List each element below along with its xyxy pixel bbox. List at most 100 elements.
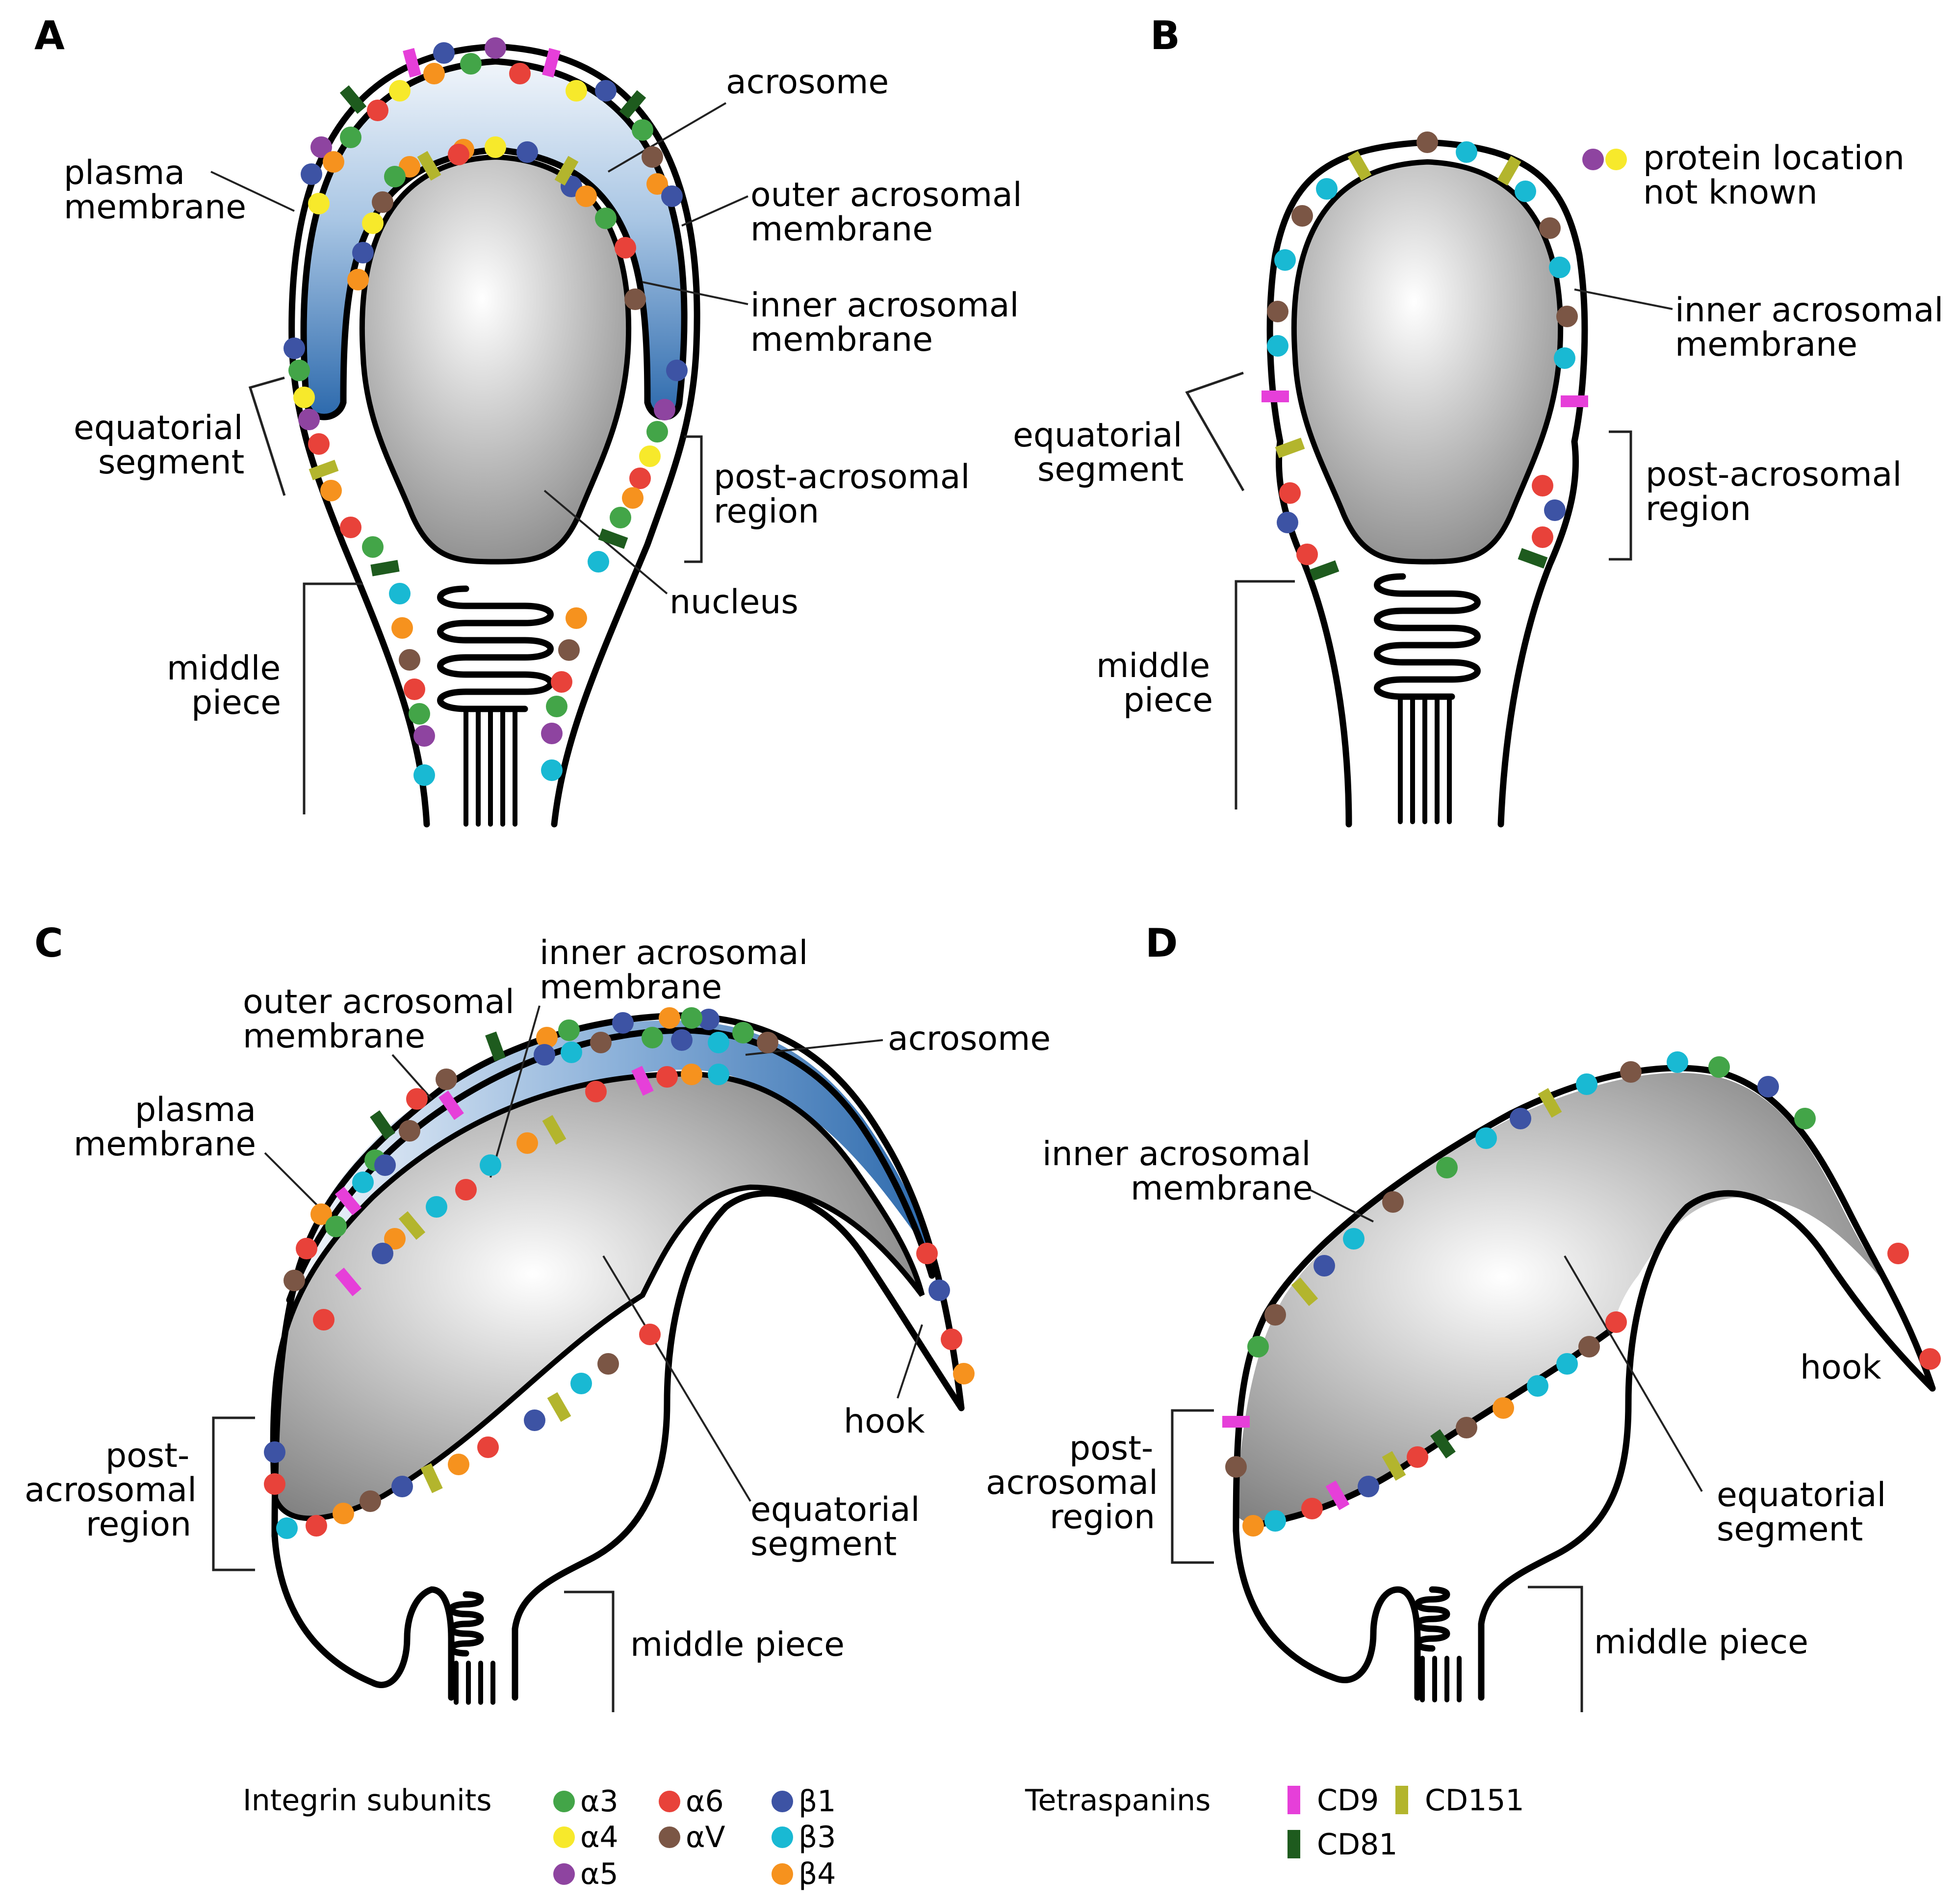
marker-b4 xyxy=(681,1064,702,1085)
panel-a-acrosome xyxy=(300,59,686,416)
marker-CD151 xyxy=(1347,151,1372,181)
panel-a-post-acrosomal-label-2: region xyxy=(714,492,819,531)
marker-aV xyxy=(1264,1304,1286,1326)
legend-a3-swatch xyxy=(553,1791,575,1812)
marker-b1 xyxy=(301,163,322,185)
panel-b-post-acrosomal-label-1: post-acrosomal xyxy=(1646,455,1902,494)
panel-a-plasma-membrane-label-1: plasma xyxy=(64,154,185,192)
marker-a3 xyxy=(362,536,384,558)
marker-b4 xyxy=(384,1228,406,1250)
panel-c-outer-acrosomal-label-2: membrane xyxy=(243,1017,425,1056)
marker-CD81 xyxy=(1430,1429,1456,1459)
marker-b1 xyxy=(666,360,688,381)
marker-a6 xyxy=(477,1436,499,1458)
marker-CD151 xyxy=(1497,156,1521,186)
panel-c-outer-acrosomal-label-1: outer acrosomal xyxy=(243,983,515,1021)
panel-d-nucleus xyxy=(1236,1072,1903,1526)
panel-b-middle-piece-label-2: piece xyxy=(1123,681,1213,720)
marker-a3 xyxy=(546,696,567,717)
marker-a6 xyxy=(404,678,425,700)
legend-b1-swatch xyxy=(772,1791,793,1812)
marker-a6 xyxy=(306,1515,327,1537)
panel-a-axoneme xyxy=(464,709,517,827)
marker-a3 xyxy=(325,1216,347,1237)
panel-c-plasma-membrane-leader xyxy=(264,1152,325,1213)
marker-b3 xyxy=(480,1154,501,1176)
panel-c-acrosome xyxy=(294,1020,932,1325)
panel-c-mitochondrial-coil xyxy=(448,1591,484,1657)
marker-aV xyxy=(1291,205,1313,227)
marker-b4 xyxy=(1493,1397,1514,1419)
marker-CD9 xyxy=(542,48,561,78)
panel-c-hook-leader xyxy=(897,1324,923,1399)
marker-aV xyxy=(1578,1336,1600,1357)
marker-CD9 xyxy=(1325,1480,1350,1511)
panel-a-plasma-membrane-label-2: membrane xyxy=(64,188,246,227)
marker-a5 xyxy=(654,399,675,420)
marker-a3 xyxy=(288,360,310,381)
panel-a-middle-piece-bracket xyxy=(303,582,363,814)
legend-b4-label: β4 xyxy=(798,1857,836,1891)
panel-d-letter: D xyxy=(1145,920,1178,966)
marker-b3 xyxy=(389,583,411,604)
marker-a6 xyxy=(448,144,469,165)
panel-b: B protein location not known inner acros… xyxy=(1013,13,1943,828)
marker-b4 xyxy=(1242,1515,1264,1537)
marker-a6 xyxy=(455,1179,477,1200)
panel-c-inner-acrosomal-label-1: inner acrosomal xyxy=(540,934,808,972)
marker-a3 xyxy=(558,1019,580,1041)
panel-d-mitochondrial-coil xyxy=(1414,1586,1450,1652)
marker-a5 xyxy=(298,409,320,430)
marker-CD81 xyxy=(370,560,400,576)
panel-d-hook-label: hook xyxy=(1800,1348,1881,1387)
legend-CD9-swatch xyxy=(1288,1786,1300,1814)
marker-aV xyxy=(399,1120,420,1142)
marker-a5 xyxy=(310,136,332,158)
marker-a3 xyxy=(632,119,653,141)
legend-CD151-label: CD151 xyxy=(1425,1783,1524,1818)
panel-c-acrosome-label: acrosome xyxy=(888,1019,1051,1058)
marker-CD9 xyxy=(335,1186,362,1216)
panel-c-plasma-membrane-label-2: membrane xyxy=(74,1125,256,1164)
marker-b1 xyxy=(433,42,455,64)
marker-aV xyxy=(1556,306,1578,327)
panel-a-post-acrosomal-label-1: post-acrosomal xyxy=(714,458,970,496)
marker-b4 xyxy=(622,487,644,509)
panel-b-equatorial-label-1: equatorial xyxy=(1013,416,1182,455)
marker-a3 xyxy=(340,127,361,148)
marker-b3 xyxy=(1267,335,1288,357)
panel-d-inner-acrosomal-label-2: membrane xyxy=(1131,1169,1313,1208)
panel-d-inner-acrosomal-label-1: inner acrosomal xyxy=(1042,1135,1311,1174)
panel-a-acrosome-label: acrosome xyxy=(726,63,889,102)
marker-b1 xyxy=(928,1279,950,1301)
marker-a6 xyxy=(313,1309,335,1330)
marker-a6 xyxy=(629,468,651,489)
marker-a6 xyxy=(615,237,636,259)
panel-a: A acrosome plasma membrane outer acrosom… xyxy=(34,13,1022,828)
marker-a3 xyxy=(1794,1108,1816,1129)
marker-b1 xyxy=(698,1009,720,1030)
marker-b4 xyxy=(323,151,344,173)
marker-a3 xyxy=(409,703,430,725)
marker-b4 xyxy=(575,185,597,207)
marker-a4 xyxy=(308,193,330,214)
legend-b4-swatch xyxy=(772,1863,793,1885)
marker-b3 xyxy=(276,1517,298,1539)
marker-a6 xyxy=(308,433,330,455)
marker-a4 xyxy=(566,80,587,102)
marker-b3 xyxy=(1554,347,1575,369)
marker-b3 xyxy=(570,1373,592,1394)
marker-CD151 xyxy=(1291,1277,1318,1306)
panel-b-protein-location-label-1: protein location xyxy=(1643,139,1905,178)
marker-b1 xyxy=(391,1476,413,1497)
marker-aV xyxy=(558,639,580,661)
panel-a-outer-acrosomal-label-1: outer acrosomal xyxy=(750,176,1022,214)
panel-b-middle-piece-label-1: middle xyxy=(1096,647,1210,685)
panel-a-outer-acrosomal-leader xyxy=(681,195,748,227)
marker-a4 xyxy=(362,212,384,234)
panel-d-post-acrosomal-label-3: region xyxy=(1050,1498,1155,1537)
panel-c-hook-label: hook xyxy=(844,1402,925,1441)
marker-a6 xyxy=(264,1473,285,1495)
panel-c-post-acrosomal-label-3: region xyxy=(86,1505,191,1544)
